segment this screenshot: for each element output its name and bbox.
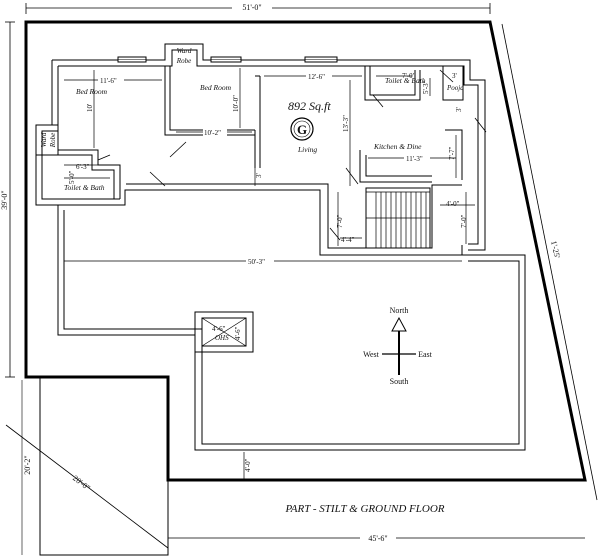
dim-bed1-width: 11'-6" [100,77,117,85]
doors [97,69,487,241]
interior-dim-lines [64,68,475,480]
ohs-label: OHS [215,334,229,342]
dim-pooja-height: 3' [455,107,463,112]
left-height-dim: 39'-0" [0,190,9,209]
dim-stair-right-h: 7'-0" [460,214,468,228]
dim-living-gap: 3' [255,173,263,178]
top-width-dim: 51'-0" [242,3,261,12]
driveway-area [39,376,169,556]
kitchen-label: Kitchen & Dine [373,142,422,151]
bedroom-2-label: Bed Room [200,83,232,92]
compass: North South West East [363,306,433,386]
area-label: 892 Sq.ft [288,99,331,113]
toilet-right-label: Toilet & Bath [385,76,426,85]
compass-north: North [390,306,409,315]
dim-bed2-width: 10'-2" [204,129,221,137]
compass-south: South [390,377,409,386]
logo-g: G [290,117,314,141]
ohs-symbol [201,317,247,347]
dim-toilet-r-height: 5'-3" [422,80,430,94]
interior-dims: 11'-6" 10' 10'-0" 10'-2" 12'-6" 13'-3" 7… [68,72,468,472]
wardrobe-top-line2: Robe [176,57,191,65]
compass-west: West [363,350,380,359]
bedroom-1-label: Bed Room [76,87,108,96]
bl-side-dim: 20'-2" [23,455,32,474]
dim-stair-left-h: 7'-0" [336,214,344,228]
dim-living-height: 13'-3" [342,115,350,132]
dim-bed1-height: 10' [86,104,94,112]
plan-title: PART - STILT & GROUND FLOOR [284,503,444,515]
dim-kitchen-height: 7'-7" [448,146,456,160]
dim-main-width: 50'-3" [248,258,265,266]
partitions [58,65,464,249]
dim-pooja-width: 3' [452,72,457,80]
dim-living-width: 12'-6" [308,73,325,81]
living-label: Living [297,145,317,154]
windows [117,56,338,63]
dim-toilet-l-height: 5'-0" [68,170,76,184]
dim-front-gap: 4'-0" [244,458,252,472]
dim-bed2-height: 10'-0" [232,95,240,112]
dim-ohs-w: 4'-6" [212,325,226,333]
dim-toilet-l-width: 6'-3" [76,163,90,171]
right-diag-dim: 1'-25' [549,240,562,260]
dim-toilet-r-width: 7'-0" [402,72,416,80]
dim-ohs-h: 4'-6" [234,326,242,340]
logo-letter: G [297,122,307,137]
dim-kitchen-width: 11'-3" [406,155,423,163]
bl-diag-dim: 20'-0" [71,474,92,493]
toilet-left-label: Toilet & Bath [64,183,105,192]
dim-stair-right-w: 4'-0" [446,200,460,208]
wardrobe-left-line2: Robe [49,133,57,148]
pooja-label: Pooja [446,84,464,92]
wardrobe-left-line1: Ward [40,132,48,147]
staircase [366,191,430,248]
wardrobe-top-line1: Ward [177,47,192,55]
plot-boundary [24,20,587,482]
compass-east: East [418,350,433,359]
building-walls [35,43,526,451]
bottom-width-dim: 45'-6" [368,534,387,543]
dim-stair-landing: 4'-4" [341,236,355,244]
